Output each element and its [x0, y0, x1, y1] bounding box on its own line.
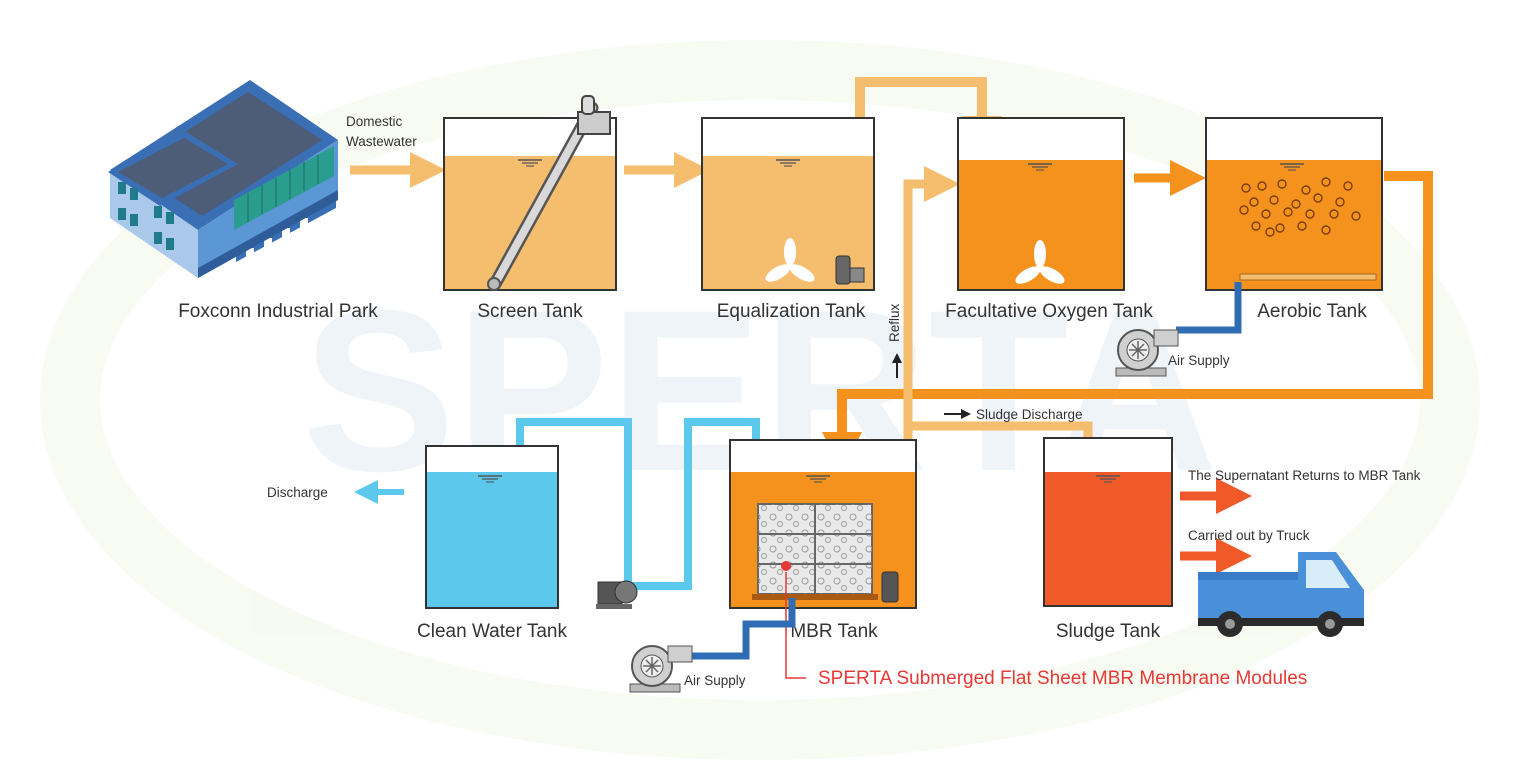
- aerobic-tank-label: Aerobic Tank: [1257, 301, 1367, 322]
- aeration-bubble: [1329, 209, 1339, 219]
- mbr-tank-label: MBR Tank: [790, 621, 878, 642]
- aeration-bubble: [1241, 183, 1251, 193]
- aeration-bubble: [1249, 197, 1259, 207]
- aeration-bubble: [1321, 225, 1331, 235]
- aerobic-tank: [1205, 117, 1383, 291]
- membrane-module-icon: [752, 503, 878, 600]
- discharge-label: Discharge: [267, 485, 328, 500]
- sludge-tank: [1043, 437, 1173, 607]
- air-supply-bottom-label: Air Supply: [684, 673, 746, 688]
- park-label: Foxconn Industrial Park: [178, 301, 378, 322]
- truck-label: Carried out by Truck: [1188, 528, 1310, 543]
- clean-water-tank: [425, 445, 559, 609]
- domestic-label-line2: Wastewater: [346, 134, 417, 149]
- aeration-bubble: [1239, 205, 1249, 215]
- facultative-oxygen-tank: [957, 117, 1125, 291]
- clean-water-pipe: [504, 418, 760, 590]
- aeration-bubble: [1321, 177, 1331, 187]
- air-blower-icon: [1115, 329, 1179, 377]
- clean-water-pump-icon: [596, 580, 638, 609]
- screen-tank-label: Screen Tank: [477, 301, 583, 322]
- sludge-tank-label: Sludge Tank: [1056, 621, 1161, 642]
- aeration-bubble: [1283, 207, 1293, 217]
- aeration-bubble: [1265, 227, 1275, 237]
- aeration-bubble: [1275, 223, 1285, 233]
- clean-water-tank-label: Clean Water Tank: [417, 621, 567, 642]
- aeration-bubble: [1335, 197, 1345, 207]
- air-blower-icon: [629, 645, 693, 693]
- equalization-tank: [701, 117, 875, 291]
- aeration-bubble: [1297, 221, 1307, 231]
- return-pipe: [822, 171, 1433, 472]
- aeration-bubble: [1313, 193, 1323, 203]
- aeration-bubble: [1291, 199, 1301, 209]
- equalization-tank-label: Equalization Tank: [717, 301, 866, 322]
- supernatant-label: The Supernatant Returns to MBR Tank: [1188, 468, 1421, 483]
- aeration-bubble: [1257, 181, 1267, 191]
- aeration-bubble: [1277, 179, 1287, 189]
- factory-building-icon: [108, 80, 338, 278]
- air-pipe-bottom: [690, 598, 796, 660]
- aeration-bubble: [1261, 209, 1271, 219]
- aeration-bubble: [1251, 221, 1261, 231]
- reflux-label: Reflux: [887, 303, 902, 342]
- membrane-annotation: SPERTA Submerged Flat Sheet MBR Membrane…: [818, 668, 1307, 689]
- screen-tank: [443, 95, 617, 291]
- air-supply-top-label: Air Supply: [1168, 353, 1230, 368]
- aeration-bubble: [1351, 211, 1361, 221]
- aeration-bubble: [1305, 209, 1315, 219]
- membrane-callout-line: [785, 572, 806, 679]
- bar-screen-icon: [487, 95, 611, 291]
- mbr-tank: [729, 439, 917, 609]
- air-pipe-top: [1176, 282, 1242, 334]
- submersible-pump-icon: [835, 255, 865, 285]
- aeration-bubble: [1269, 195, 1279, 205]
- submersible-pump-icon: [881, 571, 899, 603]
- facultative-tank-label: Facultative Oxygen Tank: [945, 301, 1153, 322]
- sludge-discharge-label: Sludge Discharge: [976, 407, 1083, 422]
- domestic-label-line1: Domestic: [346, 114, 403, 129]
- truck-icon: [1198, 552, 1364, 637]
- aeration-bubble: [1343, 181, 1353, 191]
- aeration-bubble: [1301, 185, 1311, 195]
